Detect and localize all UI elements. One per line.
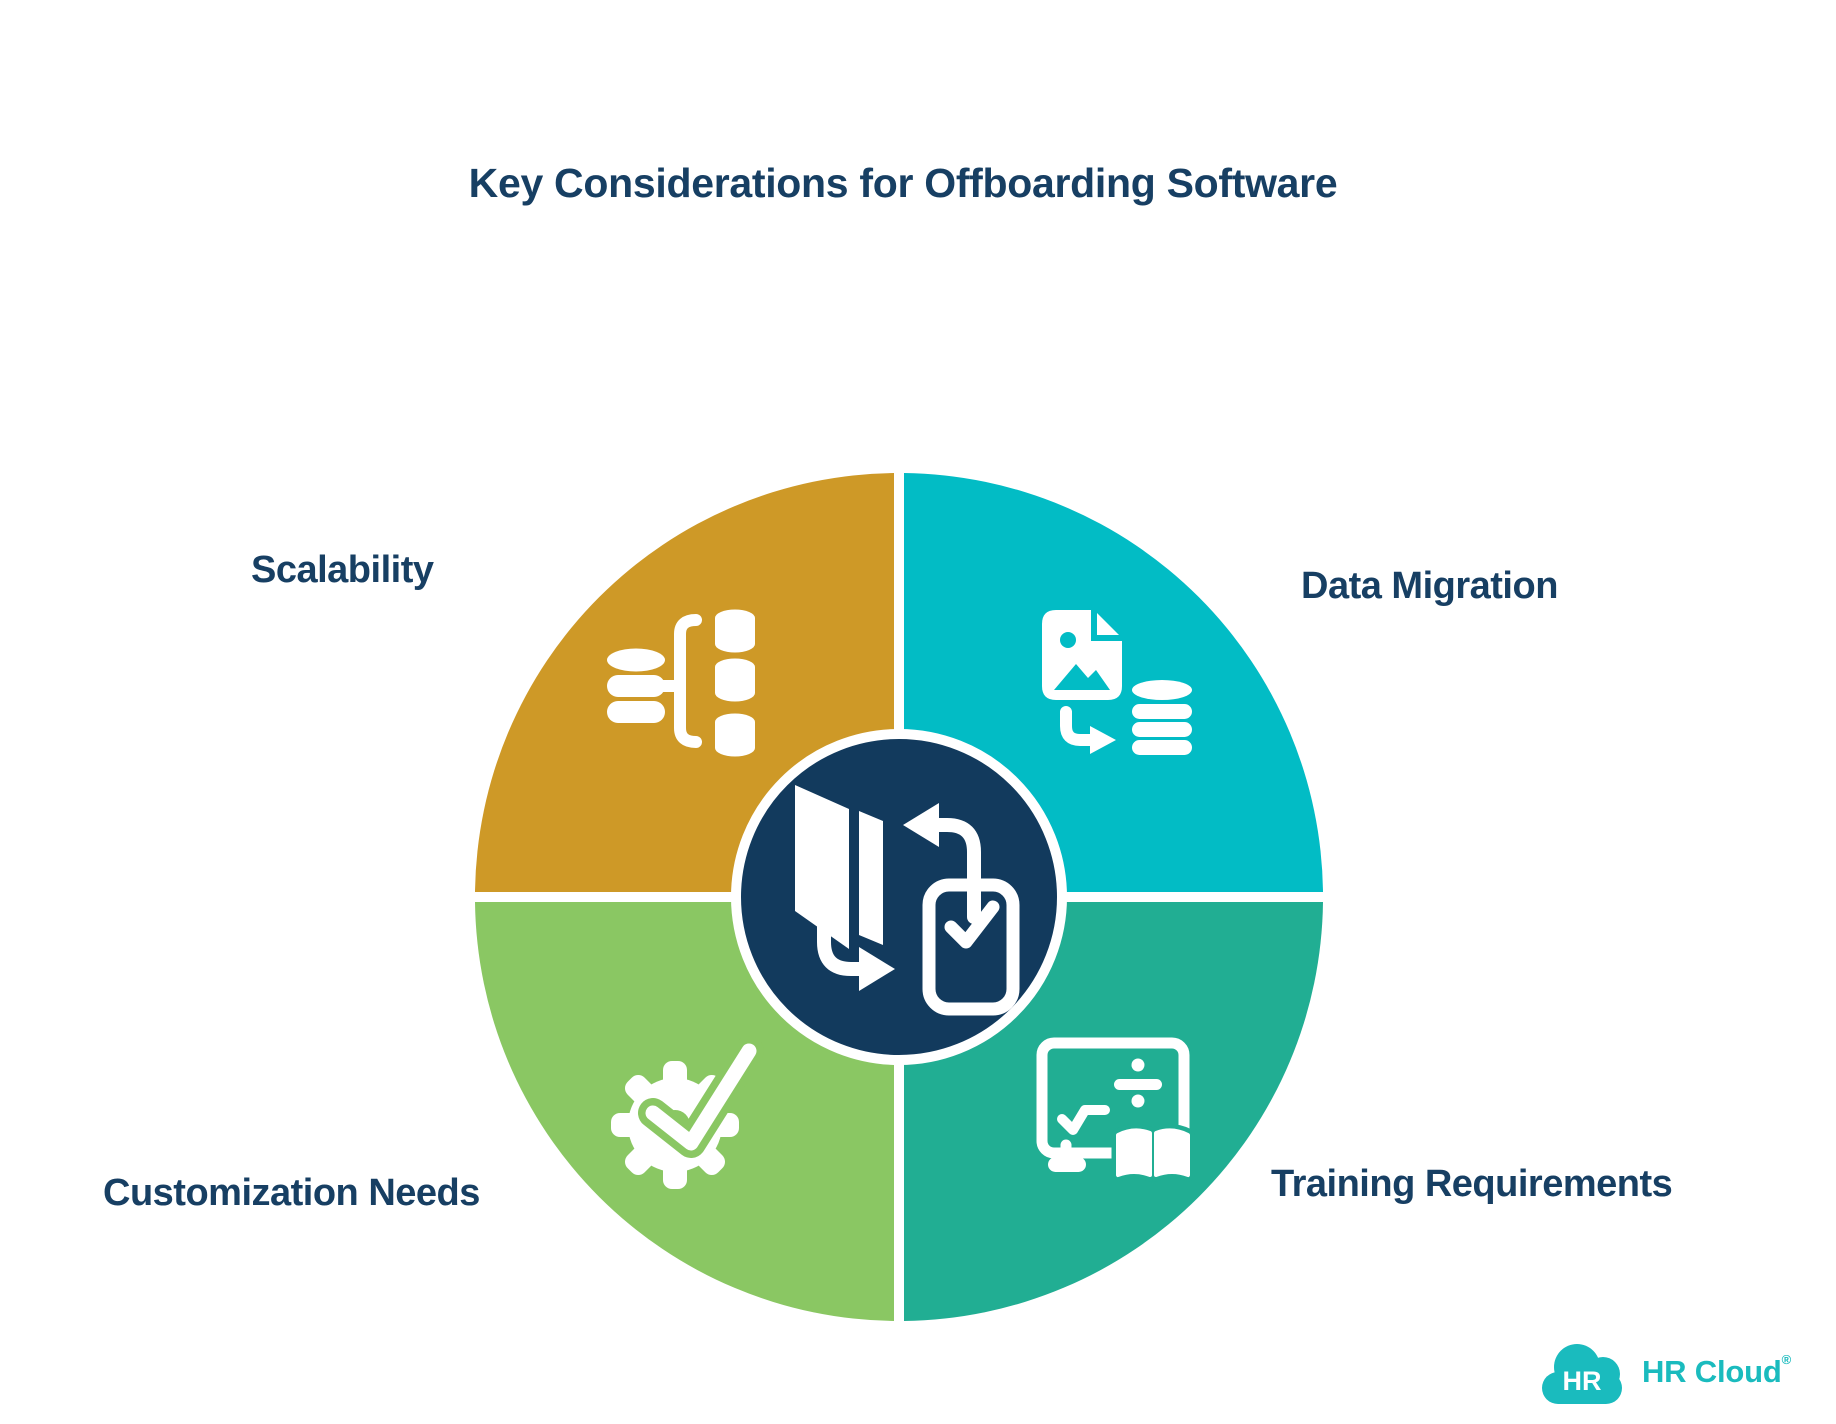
migration-arrow-head [1090,726,1116,754]
label-training-requirements: Training Requirements [1271,1163,1673,1205]
swap-arrow-down [817,870,866,976]
branch-bracket [657,614,702,748]
swap-arrow-up-head [903,803,939,847]
check-mark [645,1043,757,1151]
door-frame [859,811,883,945]
image-to-database-icon [1042,610,1192,755]
device-outline [922,878,1020,1016]
logo-brand-text: HR Cloud® [1642,1352,1791,1390]
swap-arrow-down-head [859,947,895,991]
open-book [1111,1123,1195,1182]
small-db-top [715,609,755,653]
small-db-middle [715,658,755,702]
label-scalability: Scalability [251,549,434,591]
cloud-icon [1542,1344,1622,1404]
book-left-page [1116,1128,1152,1177]
page-title: Key Considerations for Offboarding Softw… [468,160,1338,206]
db-top-disc [607,648,665,672]
file-fold-crease [1091,610,1122,641]
door-device-swap-icon [795,785,1020,1016]
door-leaf [795,785,849,949]
screen-foot [1048,1157,1086,1172]
logo-brand-name: HR Cloud [1642,1354,1782,1389]
book-right-page [1154,1128,1190,1177]
device-checkmark [944,900,1000,949]
image-file-shape [1042,610,1122,700]
registered-mark: ® [1781,1352,1792,1367]
image-sun-dot [1060,632,1076,648]
swap-arrow-up [932,818,981,924]
screen-book-icon [1036,1037,1195,1182]
gear-check-icon [611,1036,764,1189]
label-customization-needs: Customization Needs [103,1172,480,1214]
label-data-migration: Data Migration [1301,565,1558,607]
db-bottom-disc [607,701,665,723]
progress-check-line [1057,1105,1110,1135]
migration-arrow [1060,706,1098,746]
db-mid-disc [607,675,665,697]
hr-cloud-logo-badge: HR [1542,1344,1622,1404]
image-mountain [1054,664,1110,690]
database-scaling-icon [607,609,755,757]
target-database [1132,680,1192,755]
division-sign [1114,1058,1162,1108]
small-db-bottom [715,713,755,757]
cloud-badge-text: HR [1563,1366,1602,1396]
